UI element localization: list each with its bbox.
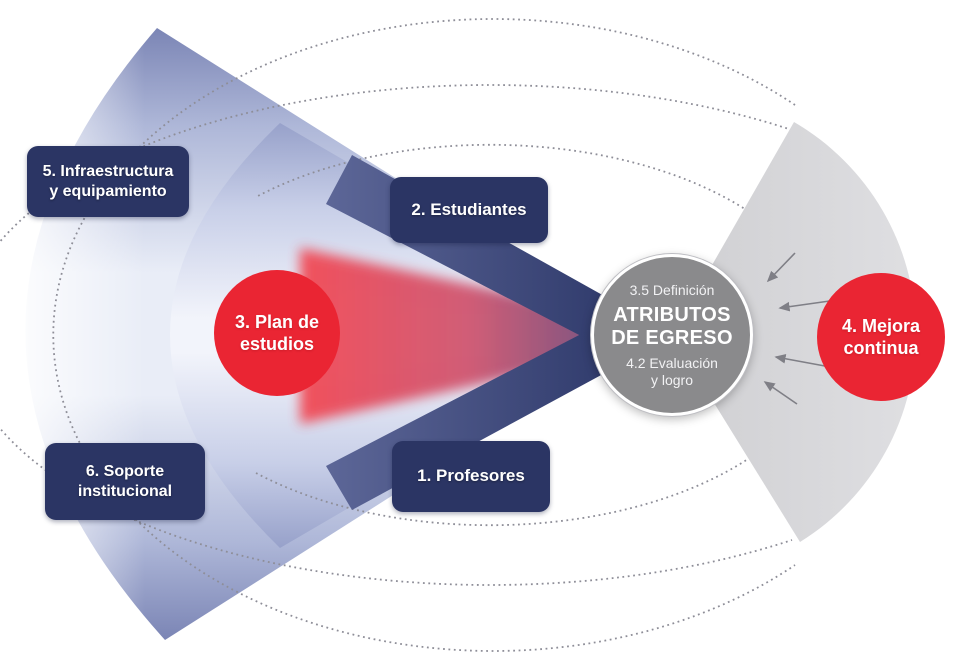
node-label-line: 6. Soporte bbox=[85, 462, 165, 480]
atributos-title-line2: DE EGRESO bbox=[611, 326, 733, 349]
gray-sector-shape bbox=[672, 122, 916, 542]
node-label-line: institucional bbox=[77, 482, 173, 500]
atributos-title: ATRIBUTOS DE EGRESO bbox=[611, 304, 733, 349]
node-plan-de-estudios: 3. Plan de estudios bbox=[214, 270, 340, 396]
node-label-line: 5. Infraestructura bbox=[42, 162, 174, 180]
orbit-arc-middle bbox=[0, 84, 793, 586]
node-label-line: 1. Profesores bbox=[417, 466, 525, 486]
node-label-line: 4. Mejora bbox=[841, 315, 921, 336]
feedback-arrow-1 bbox=[766, 252, 796, 283]
node-soporte-institucional: 6. Soporte institucional bbox=[45, 443, 205, 520]
node-mejora-continua: 4. Mejora continua bbox=[817, 273, 945, 401]
node-estudiantes: 2. Estudiantes bbox=[390, 177, 548, 243]
node-label-line: 3. Plan de bbox=[234, 311, 320, 332]
node-label-line: y equipamiento bbox=[49, 182, 167, 200]
evaluacion-label-line1: 4.2 Evaluación bbox=[626, 355, 718, 372]
fan-fade-overlay bbox=[0, 0, 145, 656]
orbit-arc-inner-bottom bbox=[255, 458, 749, 527]
node-atributos-de-egreso: 3.5 Definición ATRIBUTOS DE EGRESO 4.2 E… bbox=[591, 254, 753, 416]
node-label-line: 2. Estudiantes bbox=[411, 199, 527, 219]
definicion-label: 3.5 Definición bbox=[629, 281, 715, 298]
node-profesores: 1. Profesores bbox=[392, 441, 550, 512]
feedback-arrow-4 bbox=[763, 381, 798, 405]
atributos-title-line1: ATRIBUTOS bbox=[613, 304, 731, 327]
evaluacion-label: 4.2 Evaluación y logro bbox=[626, 355, 718, 388]
evaluacion-label-line2: y logro bbox=[650, 371, 694, 388]
red-cone-shape bbox=[300, 248, 636, 424]
node-infraestructura-equipamiento: 5. Infraestructura y equipamiento bbox=[27, 146, 189, 217]
node-label-line: continua bbox=[843, 338, 919, 358]
node-label-line: estudios bbox=[239, 334, 314, 354]
